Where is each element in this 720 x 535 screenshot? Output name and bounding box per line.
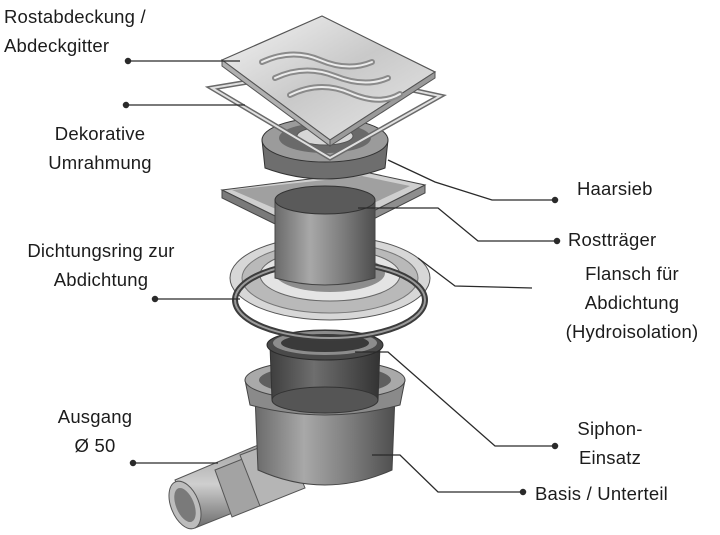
label-rostabdeckung-line1: Rostabdeckung / <box>4 6 146 27</box>
leader-dot-basis <box>519 488 527 496</box>
leader-dot-dichtungsring <box>151 295 159 303</box>
leader-flansch <box>417 257 533 289</box>
label-rosttraeger-line1: Rostträger <box>568 229 657 250</box>
leader-haarsieb <box>387 159 555 201</box>
label-flansch-line2: Abdichtung <box>584 292 680 313</box>
leader-rosttraeger <box>358 207 557 242</box>
leader-dot-siphon <box>551 442 559 450</box>
label-umrahmung: Dekorative Umrahmung <box>30 119 170 177</box>
grate-carrier <box>220 171 427 286</box>
grate-cover <box>220 15 437 147</box>
label-basis: Basis / Unterteil <box>535 479 668 508</box>
label-rosttraeger: Rostträger <box>568 225 656 254</box>
label-flansch-line3: (Hydroisolation) <box>565 321 699 342</box>
label-rostabdeckung-line2: Abdeckgitter <box>4 35 110 56</box>
label-umrahmung-line2: Umrahmung <box>48 152 152 173</box>
label-haarsieb-line1: Haarsieb <box>577 178 653 199</box>
label-ausgang-line1: Ausgang <box>57 406 133 427</box>
label-ausgang: Ausgang Ø 50 <box>40 402 150 460</box>
leader-dot-rostabdeckung <box>124 57 132 65</box>
label-haarsieb: Haarsieb <box>577 174 653 203</box>
label-flansch: Flansch für Abdichtung (Hydroisolation) <box>546 259 718 346</box>
leader-lines <box>122 57 561 496</box>
label-umrahmung-line1: Dekorative <box>54 123 146 144</box>
leader-siphon <box>355 351 555 447</box>
label-siphon-line2: Einsatz <box>578 447 642 468</box>
label-basis-line1: Basis / Unterteil <box>535 483 668 504</box>
leader-dot-haarsieb <box>551 196 559 204</box>
label-flansch-line1: Flansch für <box>585 263 679 284</box>
label-siphon: Siphon- Einsatz <box>560 414 660 472</box>
leader-dot-rosttraeger <box>553 237 561 245</box>
leader-basis <box>372 454 523 493</box>
siphon-insert <box>266 329 384 414</box>
label-dichtungsring-line1: Dichtungsring zur <box>27 240 175 261</box>
leader-dot-ausgang <box>129 459 137 467</box>
label-ausgang-line2: Ø 50 <box>74 435 116 456</box>
label-dichtungsring: Dichtungsring zur Abdichtung <box>2 236 200 294</box>
label-siphon-line1: Siphon- <box>577 418 643 439</box>
label-rostabdeckung: Rostabdeckung / Abdeckgitter <box>4 2 146 60</box>
leader-dot-umrahmung <box>122 101 130 109</box>
label-dichtungsring-line2: Abdichtung <box>53 269 149 290</box>
